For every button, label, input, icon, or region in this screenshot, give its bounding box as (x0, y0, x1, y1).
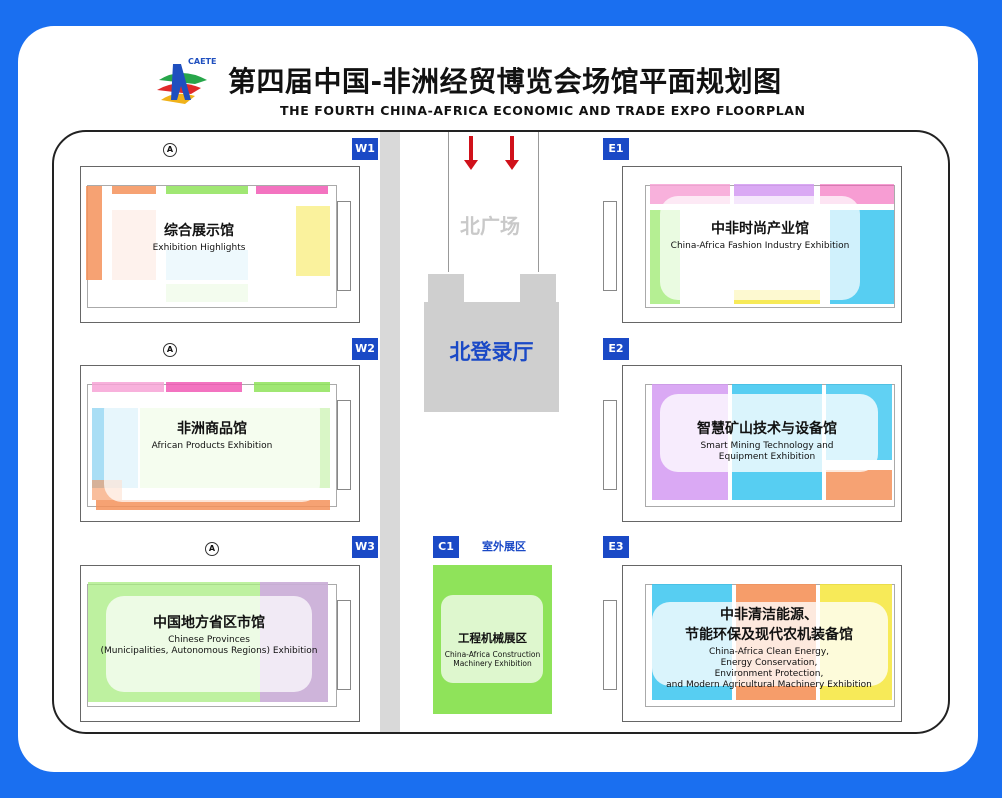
caete-logo-icon (157, 64, 207, 104)
north-compass-icon: A (163, 343, 177, 357)
hall-name-en: Smart Mining Technology and (700, 441, 834, 451)
label-overlay (660, 394, 878, 472)
outdoor-area-label: 室外展区 (482, 540, 526, 553)
hall-name-en: Energy Conservation, (720, 658, 818, 668)
hall-name-cn: 中非时尚产业馆 (711, 221, 809, 237)
service-box (337, 400, 351, 490)
hall-name-cn: 工程机械展区 (458, 631, 527, 645)
hall-badge-e1: E1 (603, 138, 629, 160)
registration-tab (428, 274, 464, 304)
service-box (603, 400, 617, 490)
label-overlay (652, 602, 888, 686)
hall-badge-w1: W1 (352, 138, 378, 160)
booth-zone (112, 186, 156, 194)
booth-zone (254, 382, 330, 392)
central-road (380, 132, 400, 732)
label-overlay (660, 196, 860, 300)
hall-name-en: Environment Protection, (714, 669, 824, 679)
label-overlay (106, 596, 312, 692)
label-overlay (106, 194, 292, 304)
hall-label-w1: 综合展示馆 Exhibition Highlights (106, 220, 292, 254)
hall-name-cn: 中国地方省区市馆 (153, 615, 265, 631)
hall-label-e2: 智慧矿山技术与设备馆 Smart Mining Technology and E… (654, 418, 880, 463)
page-title: 第四届中国-非洲经贸博览会场馆平面规划图 (228, 65, 782, 98)
booth-zone (96, 500, 330, 510)
hall-name-cn: 节能环保及现代农机装备馆 (685, 627, 853, 643)
hall-name-en: China-Africa Construction (444, 650, 541, 659)
service-box (337, 600, 351, 690)
registration-tab (520, 274, 556, 304)
service-box (337, 201, 351, 291)
plaza-line (448, 132, 449, 272)
hall-label-e3: 中非清洁能源、 节能环保及现代农机装备馆 China-Africa Clean … (646, 604, 892, 691)
booth-zone (166, 186, 248, 194)
hall-name-en: China-Africa Fashion Industry Exhibition (670, 241, 850, 251)
service-box (603, 201, 617, 291)
service-box (603, 600, 617, 690)
hall-name-en: and Modern Agricultural Machinery Exhibi… (666, 680, 872, 690)
page-subtitle: THE FOURTH CHINA-AFRICA ECONOMIC AND TRA… (280, 103, 806, 118)
booth-zone (92, 382, 164, 392)
hall-badge-c1: C1 (433, 536, 459, 558)
label-overlay (104, 392, 320, 502)
north-compass-icon: A (205, 542, 219, 556)
hall-name-en: China-Africa Clean Energy, (708, 647, 830, 657)
hall-name-en: Machinery Exhibition (453, 659, 532, 668)
hall-name-cn: 智慧矿山技术与设备馆 (697, 421, 837, 437)
hall-name-en: Chinese Provinces (168, 635, 250, 645)
hall-label-e1: 中非时尚产业馆 China-Africa Fashion Industry Ex… (652, 218, 868, 252)
north-registration-label: 北登录厅 (449, 340, 534, 364)
hall-label-w3: 中国地方省区市馆 Chinese Provinces (Municipaliti… (96, 612, 322, 657)
hall-name-cn: 非洲商品馆 (177, 421, 247, 437)
hall-name-en: Exhibition Highlights (152, 243, 246, 253)
north-plaza-label: 北广场 (460, 214, 520, 238)
booth-zone (256, 186, 328, 194)
entrance-arrow-icon (464, 136, 478, 170)
hall-name-en: Equipment Exhibition (718, 452, 816, 462)
hall-label-w2: 非洲商品馆 African Products Exhibition (104, 418, 320, 452)
plaza-line (538, 132, 539, 272)
hall-name-en: (Municipalities, Autonomous Regions) Exh… (100, 646, 318, 656)
hall-name-cn: 综合展示馆 (164, 223, 234, 239)
north-compass-icon: A (163, 143, 177, 157)
hall-badge-w3: W3 (352, 536, 378, 558)
hall-badge-e2: E2 (603, 338, 629, 360)
hall-label-c1: 工程机械展区 China-Africa Construction Machine… (433, 630, 552, 668)
booth-zone (166, 382, 242, 392)
booth-zone (826, 470, 892, 500)
hall-badge-w2: W2 (352, 338, 378, 360)
logo-text: CAETE (188, 57, 217, 66)
booth-zone (86, 186, 102, 280)
north-registration-hall[interactable] (424, 302, 559, 412)
booth-zone (296, 206, 330, 276)
hall-badge-e3: E3 (603, 536, 629, 558)
label-overlay (441, 595, 543, 683)
hall-name-cn: 中非清洁能源、 (720, 607, 818, 623)
hall-name-en: African Products Exhibition (151, 441, 273, 451)
entrance-arrow-icon (505, 136, 519, 170)
